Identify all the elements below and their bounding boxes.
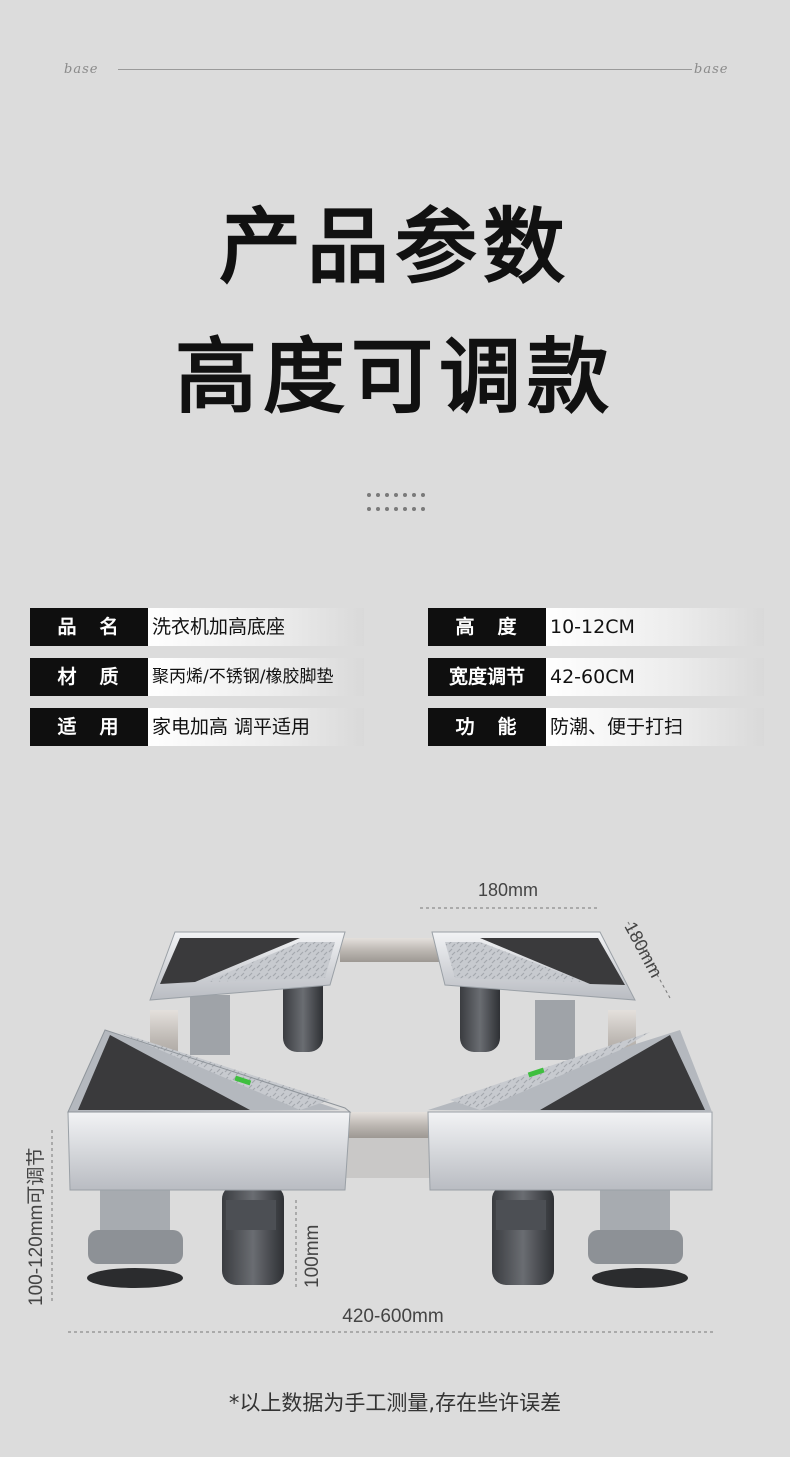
front-rail: [345, 1112, 435, 1138]
spec-value: 家电加高 调平适用: [148, 708, 364, 746]
dim-top-depth: 180mm: [620, 918, 666, 980]
page-title: 产品参数: [218, 200, 571, 295]
dim-top-width: 180mm: [478, 880, 538, 900]
dim-total-width: 420-600mm: [342, 1306, 443, 1327]
spec-value: 42-60CM: [546, 658, 764, 696]
spec-value: 10-12CM: [546, 608, 764, 646]
back-rail: [340, 938, 440, 962]
spec-label: 适 用: [30, 708, 148, 746]
front-left-corner: [67, 1029, 352, 1288]
spec-value: 聚丙烯/不锈钢/橡胶脚垫: [148, 658, 364, 696]
spec-label: 宽度调节: [428, 658, 546, 696]
brand-mark-left: base: [64, 62, 99, 77]
spec-label: 功 能: [428, 708, 546, 746]
page-subtitle: 高度可调款: [174, 330, 615, 425]
spec-label: 品 名: [30, 608, 148, 646]
dim-height-adjust: 100-120mm可调节: [25, 1148, 47, 1306]
header-divider: [118, 69, 692, 70]
brand-mark-right: base: [694, 62, 729, 77]
back-left-corner: [149, 931, 346, 1055]
dim-wheel-height: 100mm: [302, 1225, 323, 1288]
measurement-disclaimer: *以上数据为手工测量,存在些许误差: [228, 1391, 562, 1415]
spec-value: 洗衣机加高底座: [148, 608, 364, 646]
back-right-corner: [431, 931, 636, 1060]
product-illustration: 180mm 180mm 100-120mm可调节 100mm 420-600mm: [25, 880, 716, 1333]
front-right-corner: [427, 1030, 713, 1288]
spec-label: 高 度: [428, 608, 546, 646]
spec-label: 材 质: [30, 658, 148, 696]
spec-value: 防潮、便于打扫: [546, 708, 764, 746]
